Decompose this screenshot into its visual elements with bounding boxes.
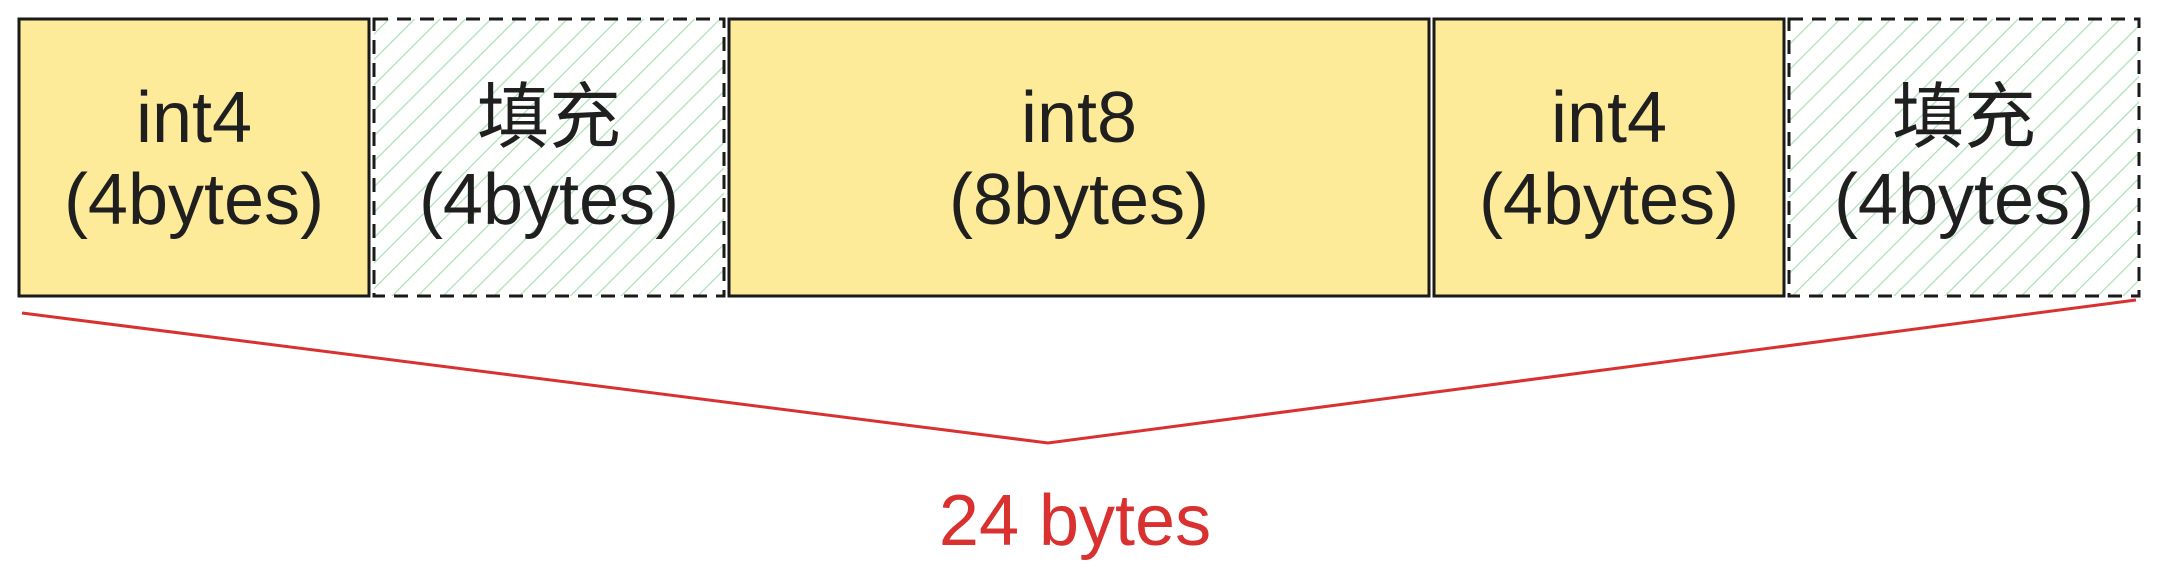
padding-block [372, 17, 726, 298]
total-size-label: 24 bytes [939, 481, 1211, 561]
block-type-label: int4 [1551, 78, 1667, 158]
block-size-label: (8bytes) [949, 160, 1209, 240]
data-block-bg [729, 19, 1429, 296]
data-block [1432, 17, 1786, 298]
block-size-label: (4bytes) [64, 160, 324, 240]
memory-blocks: int4(4bytes)填充(4bytes)int8(8bytes)int4(4… [17, 17, 2141, 298]
block-size-label: (4bytes) [1479, 160, 1739, 240]
block-type-label: int4 [136, 78, 252, 158]
data-block [17, 17, 371, 298]
block-type-label: 填充 [477, 78, 621, 158]
padding-block [1787, 17, 2141, 298]
data-block [727, 17, 1431, 298]
block-size-label: (4bytes) [1834, 160, 2094, 240]
block-type-label: int8 [1021, 78, 1137, 158]
total-size-brace [21, 298, 2137, 445]
data-block-bg [19, 19, 369, 296]
data-block-bg [1434, 19, 1784, 296]
block-size-label: (4bytes) [419, 160, 679, 240]
block-type-label: 填充 [1892, 78, 2036, 158]
